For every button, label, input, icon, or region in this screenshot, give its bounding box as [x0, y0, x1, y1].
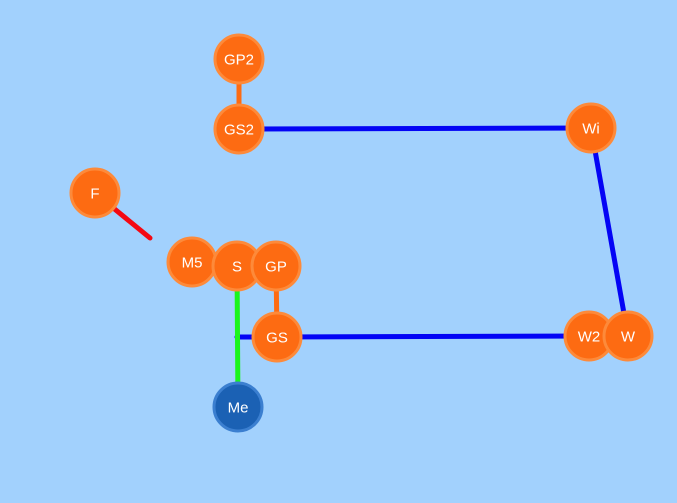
node-gs-circle[interactable] [251, 311, 303, 363]
node-m5-circle[interactable] [166, 236, 218, 288]
node-gs[interactable]: GS [251, 311, 303, 363]
edge-gs-w2 [274, 333, 592, 340]
node-f-circle[interactable] [69, 167, 121, 219]
node-gp[interactable]: GP [250, 240, 302, 292]
edge-wi-w [588, 125, 631, 339]
node-gs2[interactable]: GS2 [213, 103, 265, 155]
node-gp2-circle[interactable] [213, 33, 265, 85]
node-w-circle[interactable] [602, 310, 654, 362]
node-me-circle[interactable] [212, 381, 264, 433]
node-gs2-circle[interactable] [213, 103, 265, 155]
node-gp-circle[interactable] [250, 240, 302, 292]
node-f[interactable]: F [69, 167, 121, 219]
edge-gs2-wi [236, 125, 594, 132]
node-wi[interactable]: Wi [565, 102, 617, 154]
node-wi-circle[interactable] [565, 102, 617, 154]
node-w[interactable]: W [602, 310, 654, 362]
node-gp2[interactable]: GP2 [213, 33, 265, 85]
node-m5[interactable]: M5 [166, 236, 218, 288]
node-me[interactable]: Me [212, 381, 264, 433]
